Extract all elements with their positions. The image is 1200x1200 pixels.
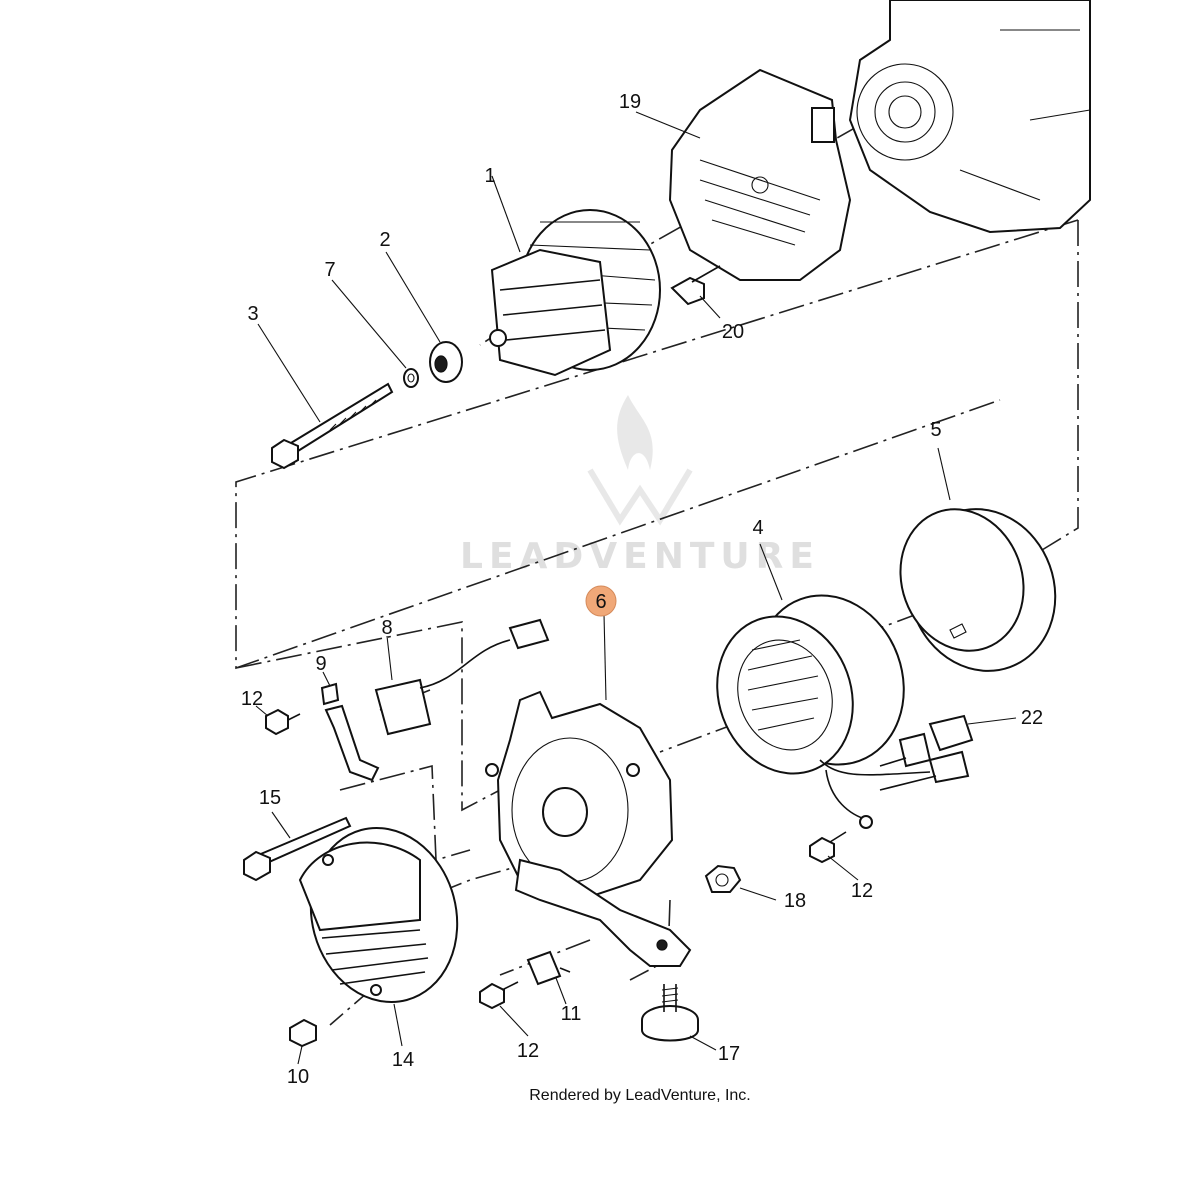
part-12-screw-right: [809, 831, 847, 864]
callout-14[interactable]: 14: [392, 1049, 414, 1071]
callout-6[interactable]: 6: [595, 591, 606, 613]
assembly-line-right: [1041, 220, 1079, 551]
part-18-nut: [704, 864, 742, 893]
callout-12-bottom[interactable]: 12: [517, 1040, 539, 1062]
callout-11[interactable]: 11: [561, 1003, 582, 1025]
callout-12-left[interactable]: 12: [241, 688, 263, 710]
part-15-bolt: [243, 816, 352, 882]
callout-10[interactable]: 10: [287, 1066, 309, 1088]
part-20-bolt: [670, 265, 721, 306]
callout-20[interactable]: 20: [722, 321, 744, 343]
part-10-screw: [289, 1018, 317, 1048]
engine-block: [848, 0, 1091, 234]
part-17-foot: [641, 984, 699, 1042]
leader-lines: [255, 111, 1017, 1065]
part-14-end-cover: [298, 826, 459, 1004]
callout-22[interactable]: 22: [1021, 707, 1043, 729]
part-11-component: [526, 950, 571, 986]
callout-15[interactable]: 15: [259, 787, 281, 809]
callout-17[interactable]: 17: [718, 1043, 740, 1065]
footer-credit: Rendered by LeadVenture, Inc.: [529, 1087, 751, 1104]
part-1-rotor: [489, 209, 661, 377]
part-19-rear-bracket: [668, 68, 852, 281]
part-9-brush-holder: [320, 682, 380, 782]
callout-1[interactable]: 1: [484, 165, 495, 187]
part-7-washer: [403, 368, 419, 388]
callout-2[interactable]: 2: [379, 229, 390, 251]
part-2-bearing: [429, 341, 463, 383]
watermark-flame-icon: [617, 395, 653, 470]
watermark: LEADVENTURE: [460, 395, 820, 577]
watermark-text: LEADVENTURE: [460, 536, 820, 577]
callout-4[interactable]: 4: [752, 517, 763, 539]
part-12-screw-left: [265, 708, 301, 736]
part-6-front-bracket: [485, 690, 692, 967]
assembly-line-brush-box: [235, 621, 501, 812]
watermark-v-icon: [587, 468, 693, 526]
callout-7[interactable]: 7: [324, 259, 335, 281]
callout-18[interactable]: 18: [784, 890, 806, 912]
callout-8[interactable]: 8: [381, 617, 392, 639]
callout-12-right[interactable]: 12: [851, 880, 873, 902]
callout-3[interactable]: 3: [247, 303, 258, 325]
callout-19[interactable]: 19: [619, 91, 641, 113]
part-8-brush: [374, 618, 550, 736]
part-22-connector: [879, 714, 974, 791]
part-3-through-bolt: [271, 382, 394, 470]
part-12-screw-bottom: [479, 981, 519, 1010]
highlight-ring: [585, 585, 617, 617]
part-4-stator: [716, 594, 931, 829]
callout-5[interactable]: 5: [930, 419, 941, 441]
part-5-cover-band: [899, 508, 1057, 672]
callout-labels: 19 1 2 7 3 20 5 4 6 8 9 12 22 15 12 18 1…: [241, 91, 1043, 1088]
callout-9[interactable]: 9: [315, 653, 326, 675]
